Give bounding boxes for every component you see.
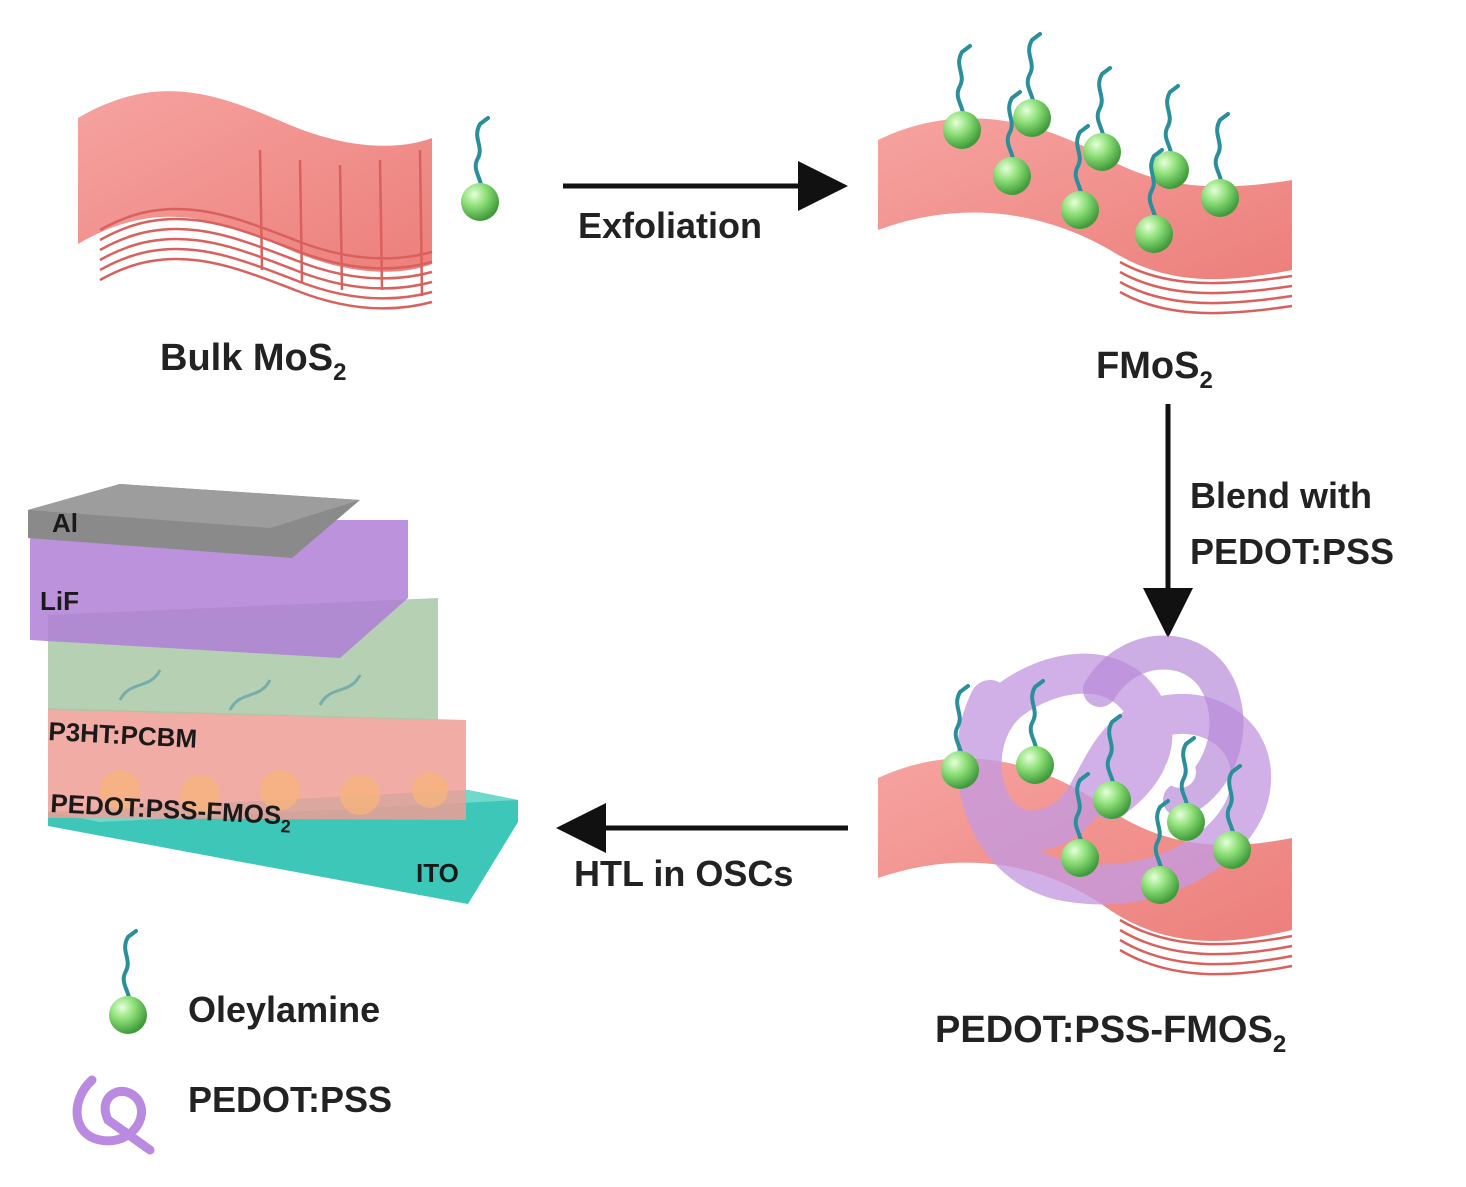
blend-label-line2: PEDOT:PSS [1190, 531, 1394, 572]
oleylamine-molecule [459, 116, 501, 223]
bulk-mos2-stack [78, 91, 433, 310]
layer-label-ito: ITO [416, 858, 459, 888]
htl-label: HTL in OSCs [574, 853, 793, 894]
blend-label-line1: Blend with [1190, 475, 1372, 516]
fmos2-label: FMoS2 [1096, 345, 1213, 394]
bulk-mos2-label: Bulk MoS2 [160, 337, 346, 386]
oleylamine-legend-icon [107, 929, 149, 1036]
exfoliation-label: Exfoliation [578, 205, 762, 246]
pedot-legend-icon [72, 1075, 155, 1155]
legend-pedot-pss: PEDOT:PSS [188, 1079, 392, 1120]
osc-device-stack [28, 484, 518, 904]
layer-label-al: Al [52, 508, 78, 538]
composite-label: PEDOT:PSS-FMOS2 [935, 1009, 1286, 1058]
legend-oleylamine: Oleylamine [188, 989, 380, 1030]
lif-layer [30, 520, 408, 658]
layer-label-lif: LiF [40, 586, 79, 616]
